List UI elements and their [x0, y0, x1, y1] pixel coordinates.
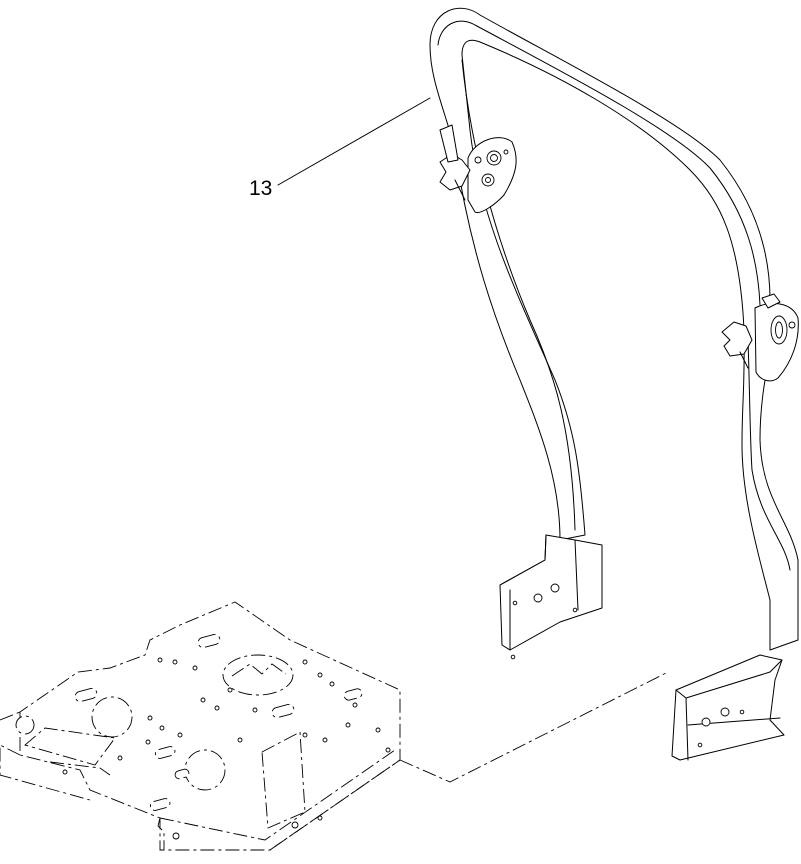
callout-label-13: 13 [249, 177, 273, 200]
right-clamp [721, 293, 799, 382]
frame-platform [0, 601, 669, 851]
left-mount-plate [499, 534, 603, 660]
callout-leader-13 [277, 97, 431, 186]
right-mount-plate [671, 654, 785, 761]
left-clamp [439, 124, 517, 214]
roll-bar [429, 7, 799, 761]
platform-holes [62, 657, 391, 840]
